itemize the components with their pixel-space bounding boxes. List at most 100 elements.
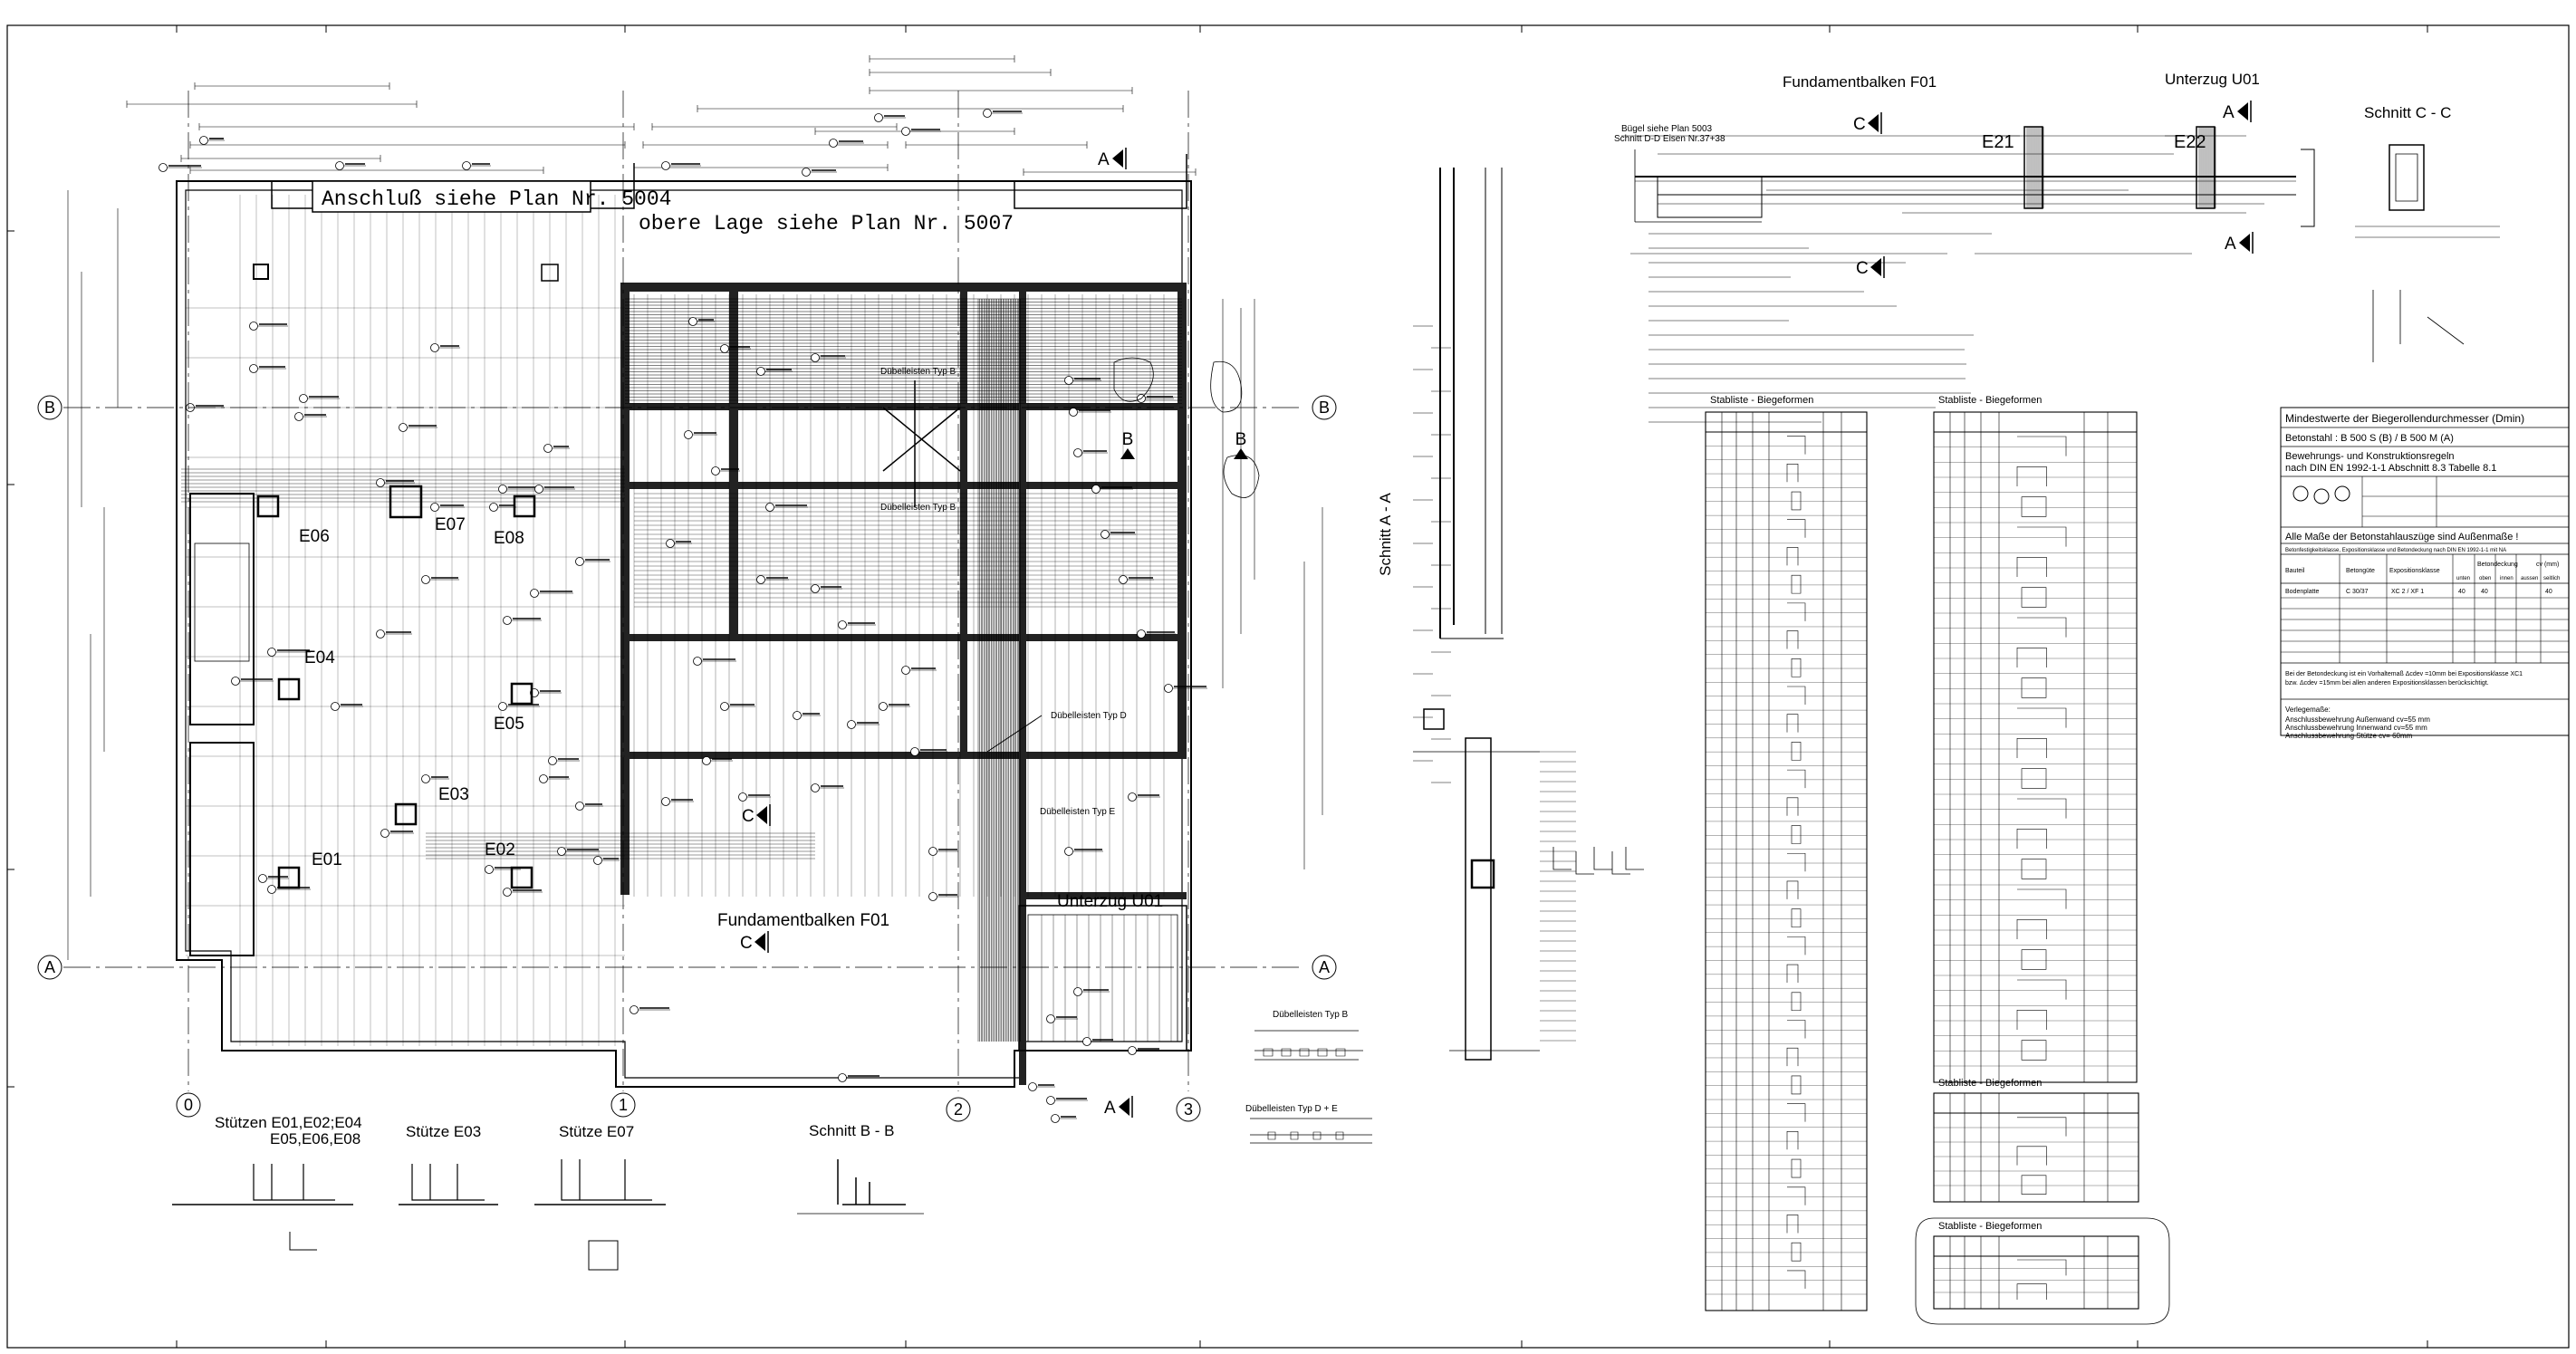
section-beam-linework [1413,126,2500,1061]
section-mark-c: C [1856,259,1869,278]
grid-axes [63,91,1304,1091]
connection-note-box [312,180,591,213]
info-row-oben: 40 [2481,589,2488,595]
info-outer-note: Alle Maße der Betonstahlauszüge sind Auß… [2285,532,2518,543]
dowel-label-b-2: Dübelleisten Typ B [880,503,956,513]
grid-bubbles: B B A A 0 1 2 3 [37,395,1337,1122]
plan-clouds [1113,357,1260,498]
grid-label-a-right: A [1319,958,1330,976]
detail-stuetzen-a: Stützen E01,E02;E04 [215,1114,362,1131]
column-label-e05: E05 [494,715,524,734]
info-steel: Betonstahl : B 500 S (B) / B 500 M (A) [2285,433,2454,444]
upper-layer-note: obere Lage siehe Plan Nr. 5007 [639,212,1014,235]
info-title: Mindestwerte der Biegerollendurchmesser … [2285,412,2524,425]
info-sub-seitlich: seitlich [2543,576,2560,581]
section-e21-label: E21 [1982,132,2014,152]
section-f01-title: Fundamentbalken F01 [1783,73,1937,91]
bar-list-cloud [1915,1217,2170,1325]
info-col-exposition: Expositionsklasse [2389,568,2440,574]
section-mark-a: A [1098,150,1110,169]
info-row-unten: 40 [2458,589,2465,595]
column-label-e07: E07 [435,515,466,534]
info-rules-1: Bewehrungs- und Konstruktionsregeln [2285,451,2455,462]
rebar-lines [181,195,1182,1046]
detail-stuetze-e03: Stütze E03 [406,1123,481,1140]
info-row-guete: C 30/37 [2346,589,2369,595]
column-label-e03: E03 [438,785,469,804]
detail-stuetze-e07: Stütze E07 [559,1123,634,1140]
info-dev-note-2: bzw. Δcdev =15mm bei allen anderen Expos… [2285,680,2489,687]
column-label-e01: E01 [312,850,342,869]
column-labels: E06 E07 E08 E04 E05 E03 E01 E02 [299,515,524,869]
section-titles: Fundamentbalken F01 Unterzug U01 Schnitt… [809,71,2451,1139]
section-mark-a: A [2225,235,2236,254]
section-mark-a: A [1104,1099,1116,1118]
detail-dowel-de: Dübelleisten Typ D + E [1245,1104,1338,1114]
info-block [2280,407,2570,736]
plan-beam-f01: Fundamentbalken F01 [717,911,889,930]
grid-label-2: 2 [954,1100,963,1119]
dowel-label-b-1: Dübelleisten Typ B [880,367,956,377]
info-laying-2: Anschlussbewehrung Innenwand cv=55 mm [2285,724,2427,732]
detail-stuetzen-b: E05,E06,E08 [270,1130,360,1148]
bar-list-title-3: Stabliste - Biegeformen [1938,1078,2042,1089]
grid-label-0: 0 [184,1096,193,1114]
foundation-plan [176,154,1192,1088]
info-sub-oben: oben [2479,576,2491,581]
section-cc-title: Schnitt C - C [2364,104,2451,121]
section-mark-b: B [1235,430,1247,449]
column-label-e06: E06 [299,527,330,546]
bar-position-tags [159,109,1207,1123]
info-laying-title: Verlegemaße: [2285,706,2331,714]
column-label-e02: E02 [485,840,515,859]
bar-schedules [1705,411,2139,1311]
info-exposure-note: Betonfestigkeitsklasse, Expositionsklass… [2285,548,2506,553]
stirrup-note: Bügel siehe Plan 5003 [1621,124,1713,134]
section-dd-note: Schnitt D-D Eisen Nr.37+38 [1614,134,1725,144]
info-row-seitlich: 40 [2545,589,2552,595]
column-symbols [253,264,559,889]
column-label-e04: E04 [304,648,335,667]
info-col-guete: Betongüte [2346,568,2375,574]
section-aa-title: Schnitt A - A [1377,493,1394,576]
bar-list-title-4: Stabliste - Biegeformen [1938,1221,2042,1232]
bottom-detail-linework [172,1030,1372,1271]
section-mark-c: C [1853,115,1866,134]
info-rules-2: nach DIN EN 1992-1-1 Abschnitt 8.3 Tabel… [2285,463,2496,474]
section-bb-title: Schnitt B - B [809,1122,894,1139]
section-u01-title: Unterzug U01 [2165,71,2260,88]
info-dev-note-1: Bei der Betondeckung ist ein Vorhaltemaß… [2285,671,2523,677]
section-mark-c: C [742,807,755,826]
sheet-ticks [7,25,2428,1348]
bar-list-title-1: Stabliste - Biegeformen [1710,395,1813,406]
info-sub-unten: unten [2456,576,2470,581]
info-texts: Mindestwerte der Biegerollendurchmesser … [2285,412,2560,740]
grid-label-1: 1 [619,1096,628,1114]
info-laying-3: Anschlussbewehrung Stütze cv= 60mm [2285,732,2413,740]
plan-beam-u01: Unterzug U01 [1057,892,1163,911]
dowel-label-e: Dübelleisten Typ E [1040,807,1116,817]
info-col-cv: cv (mm) [2536,562,2559,568]
rebar-dimension-lines [67,55,1323,960]
section-rebar-lines [1413,127,2246,783]
grid-label-a-left: A [44,958,55,976]
dowel-label-d: Dübelleisten Typ D [1051,711,1127,721]
connection-note: Anschluß siehe Plan Nr. 5004 [322,187,671,211]
bar-list-title-2: Stabliste - Biegeformen [1938,395,2042,406]
bar-schedule-titles: Stabliste - Biegeformen Stabliste - Bieg… [1710,395,2042,1232]
section-mark-b: B [1122,430,1134,449]
section-mark-a: A [2223,103,2235,122]
detail-dowel-b: Dübelleisten Typ B [1273,1010,1349,1020]
grid-label-b-right: B [1319,399,1330,417]
bottom-detail-titles: Stützen E01,E02;E04 E05,E06,E08 Stütze E… [215,1114,634,1148]
section-aa-detail-stack [1540,751,1644,1042]
info-sub-aussen: aussen [2521,576,2538,581]
column-label-e08: E08 [494,529,524,548]
info-laying-1: Anschlussbewehrung Außenwand cv=55 mm [2285,715,2430,724]
section-e22-label: E22 [2174,132,2206,152]
info-col-bauteil: Bauteil [2285,568,2305,574]
info-row-bauteil: Bodenplatte [2285,589,2319,595]
grid-label-b-left: B [44,399,55,417]
